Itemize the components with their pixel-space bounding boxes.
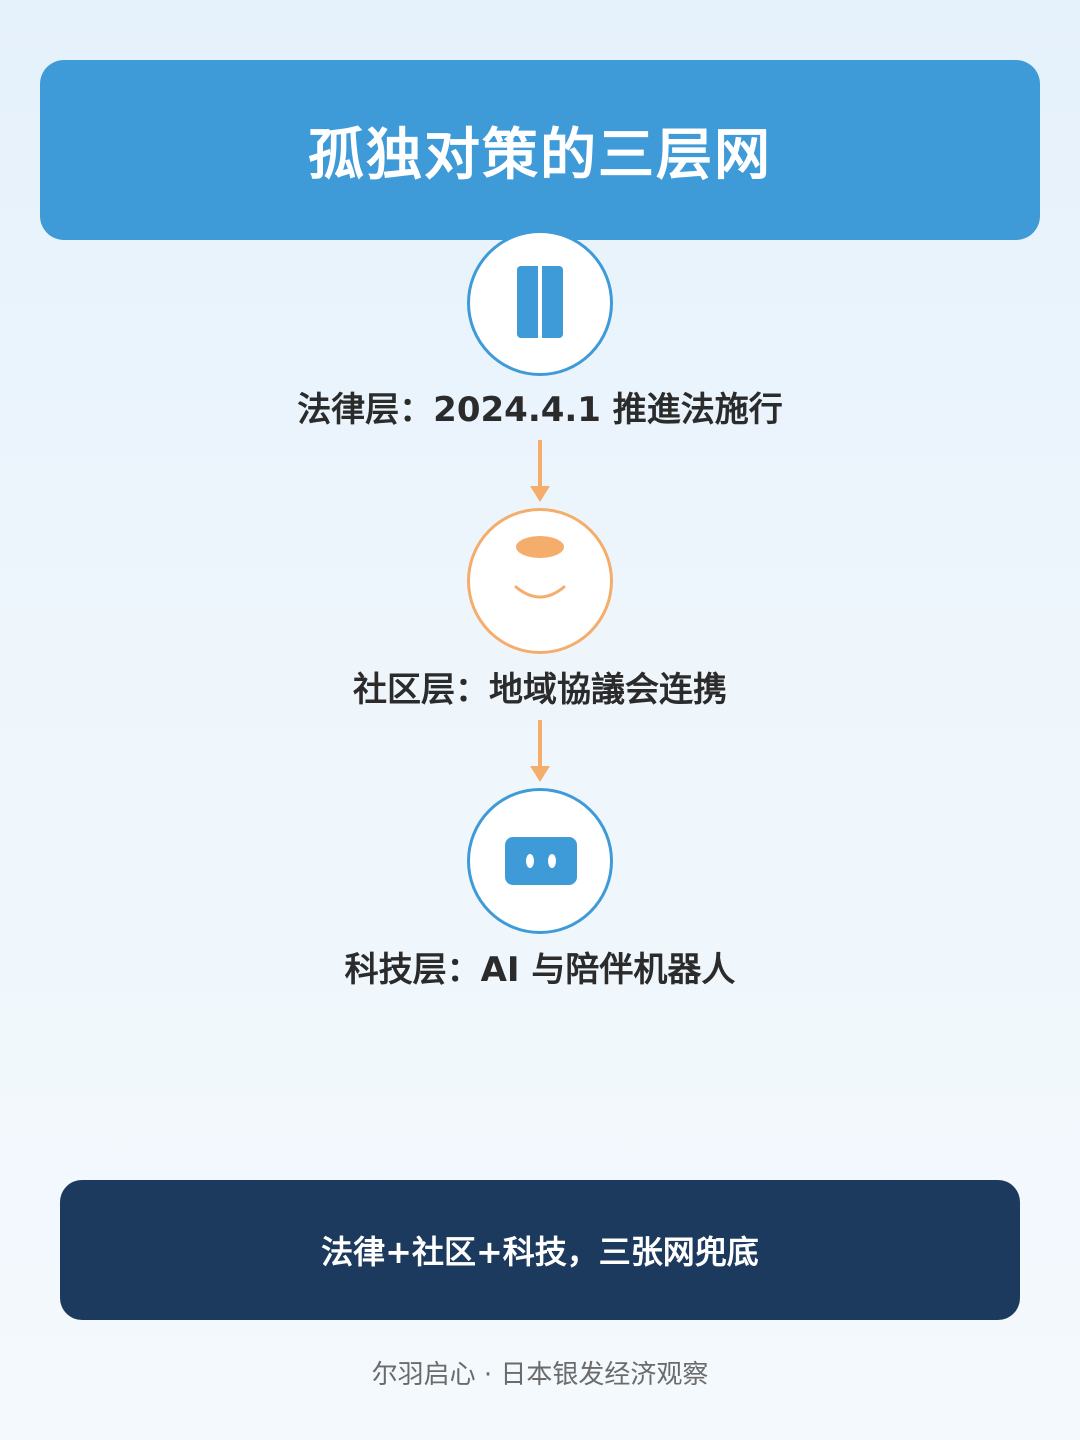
credit-text: 尔羽启心 · 日本银发经济观察 (371, 1360, 709, 1390)
summary-text: 法律+社区+科技，三张网兜底 (321, 1233, 759, 1271)
law-layer-node (467, 230, 613, 376)
arrow-down-icon (530, 440, 550, 502)
law-book-icon (517, 266, 563, 338)
tech-layer-label: 科技层：AI 与陪伴机器人 (344, 950, 736, 990)
page-title: 孤独对策的三层网 (308, 122, 772, 188)
smiley-face-icon (514, 536, 566, 599)
robot-face-icon (505, 837, 577, 885)
summary-banner: 法律+社区+科技，三张网兜底 (60, 1180, 1020, 1320)
community-layer-node (467, 508, 613, 654)
arrow-down-icon (530, 720, 550, 782)
community-layer-label: 社区层：地域協議会连携 (353, 670, 727, 710)
title-banner: 孤独对策的三层网 (40, 60, 1040, 240)
law-layer-label: 法律层：2024.4.1 推進法施行 (297, 390, 783, 430)
tech-layer-node (467, 788, 613, 934)
